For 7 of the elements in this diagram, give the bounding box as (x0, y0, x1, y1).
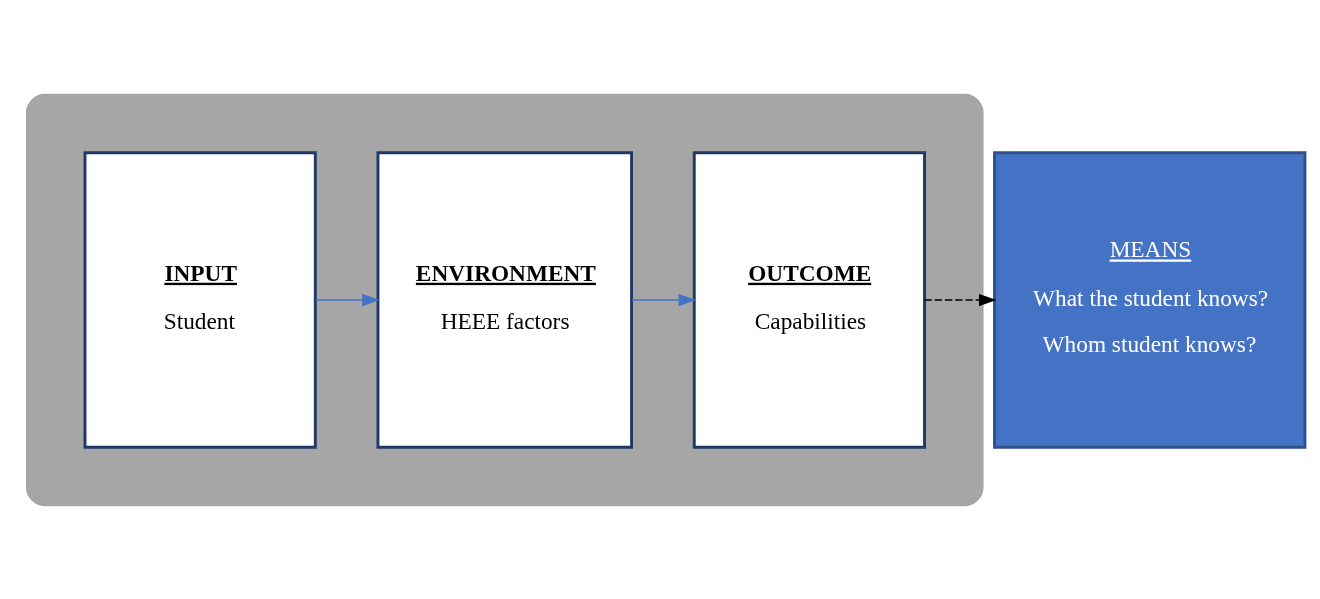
arrow (631, 293, 697, 306)
node-box: OUTCOME Capabilities (692, 150, 926, 449)
node-box: ENVIRONMENT HEEE factors (376, 150, 634, 449)
arrow (923, 293, 997, 306)
node-box: MEANS What the student knows? Whom student knows? (993, 150, 1307, 449)
arrow (314, 293, 380, 306)
node-box: INPUT Student (83, 150, 317, 449)
